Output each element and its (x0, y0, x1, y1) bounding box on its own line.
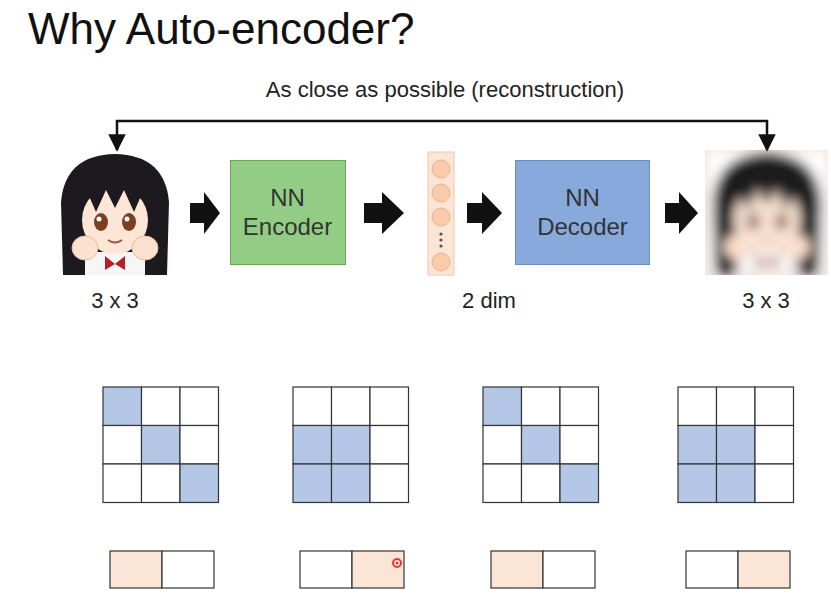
pixel-cell (370, 464, 409, 503)
pixel-cell (142, 387, 181, 426)
size-label: 3 x 3 (91, 288, 139, 313)
pixel-cell (560, 464, 599, 503)
pixel-cell (180, 387, 219, 426)
pointer-dot-center (396, 562, 399, 565)
pixel-cell (332, 387, 371, 426)
size-label: 2 dim (462, 288, 516, 313)
reconstruction-bracket-head (116, 135, 119, 150)
code-cell (110, 551, 162, 588)
code-vector (428, 152, 454, 275)
pixel-cell (678, 426, 717, 465)
pixel-cell (483, 426, 522, 465)
pixel-cell (180, 464, 219, 503)
pixel-cell (370, 426, 409, 465)
pixel-cell (717, 426, 756, 465)
pixel-cell (717, 387, 756, 426)
code-cell (686, 551, 738, 588)
pixel-cell (332, 426, 371, 465)
pixel-cell (483, 464, 522, 503)
pixel-cell (755, 464, 794, 503)
pointer-dot (393, 559, 401, 567)
box-label: NN Encoder (238, 184, 338, 242)
pixel-cell (560, 426, 599, 465)
encoder-box: NN Encoder (230, 160, 346, 265)
pixel-cell (522, 426, 561, 465)
pixel-cell (293, 387, 332, 426)
decoder-box: NN Decoder (515, 160, 650, 265)
pixel-cell (142, 464, 181, 503)
pixel-cell (103, 387, 142, 426)
pixel-grids (103, 387, 794, 503)
output-image (705, 150, 828, 275)
pixel-cell (332, 464, 371, 503)
code-cell (352, 551, 404, 588)
pixel-cell (103, 464, 142, 503)
slide-title: Why Auto-encoder? (28, 4, 414, 55)
size-label: 3 x 3 (742, 288, 790, 313)
pixel-cell (755, 426, 794, 465)
pixel-cell (717, 464, 756, 503)
pixel-cell (293, 464, 332, 503)
pixel-cell (142, 426, 181, 465)
reconstruction-bracket (117, 121, 767, 150)
code-cell (300, 551, 352, 588)
code-cell (491, 551, 543, 588)
pixel-cell (293, 426, 332, 465)
pixel-cell (755, 387, 794, 426)
code-cell (162, 551, 214, 588)
pixel-cell (522, 464, 561, 503)
code-cell (543, 551, 595, 588)
reconstruction-note: As close as possible (reconstruction) (266, 77, 624, 102)
pixel-cell (678, 387, 717, 426)
code-cell (738, 551, 790, 588)
box-label: NN Decoder (533, 184, 633, 242)
pixel-cell (678, 464, 717, 503)
pixel-cell (522, 387, 561, 426)
pixel-cell (560, 387, 599, 426)
pixel-cell (103, 426, 142, 465)
code-bars (110, 551, 790, 588)
pixel-cell (483, 387, 522, 426)
pixel-cell (180, 426, 219, 465)
pixel-cell (370, 387, 409, 426)
input-image (55, 152, 175, 275)
